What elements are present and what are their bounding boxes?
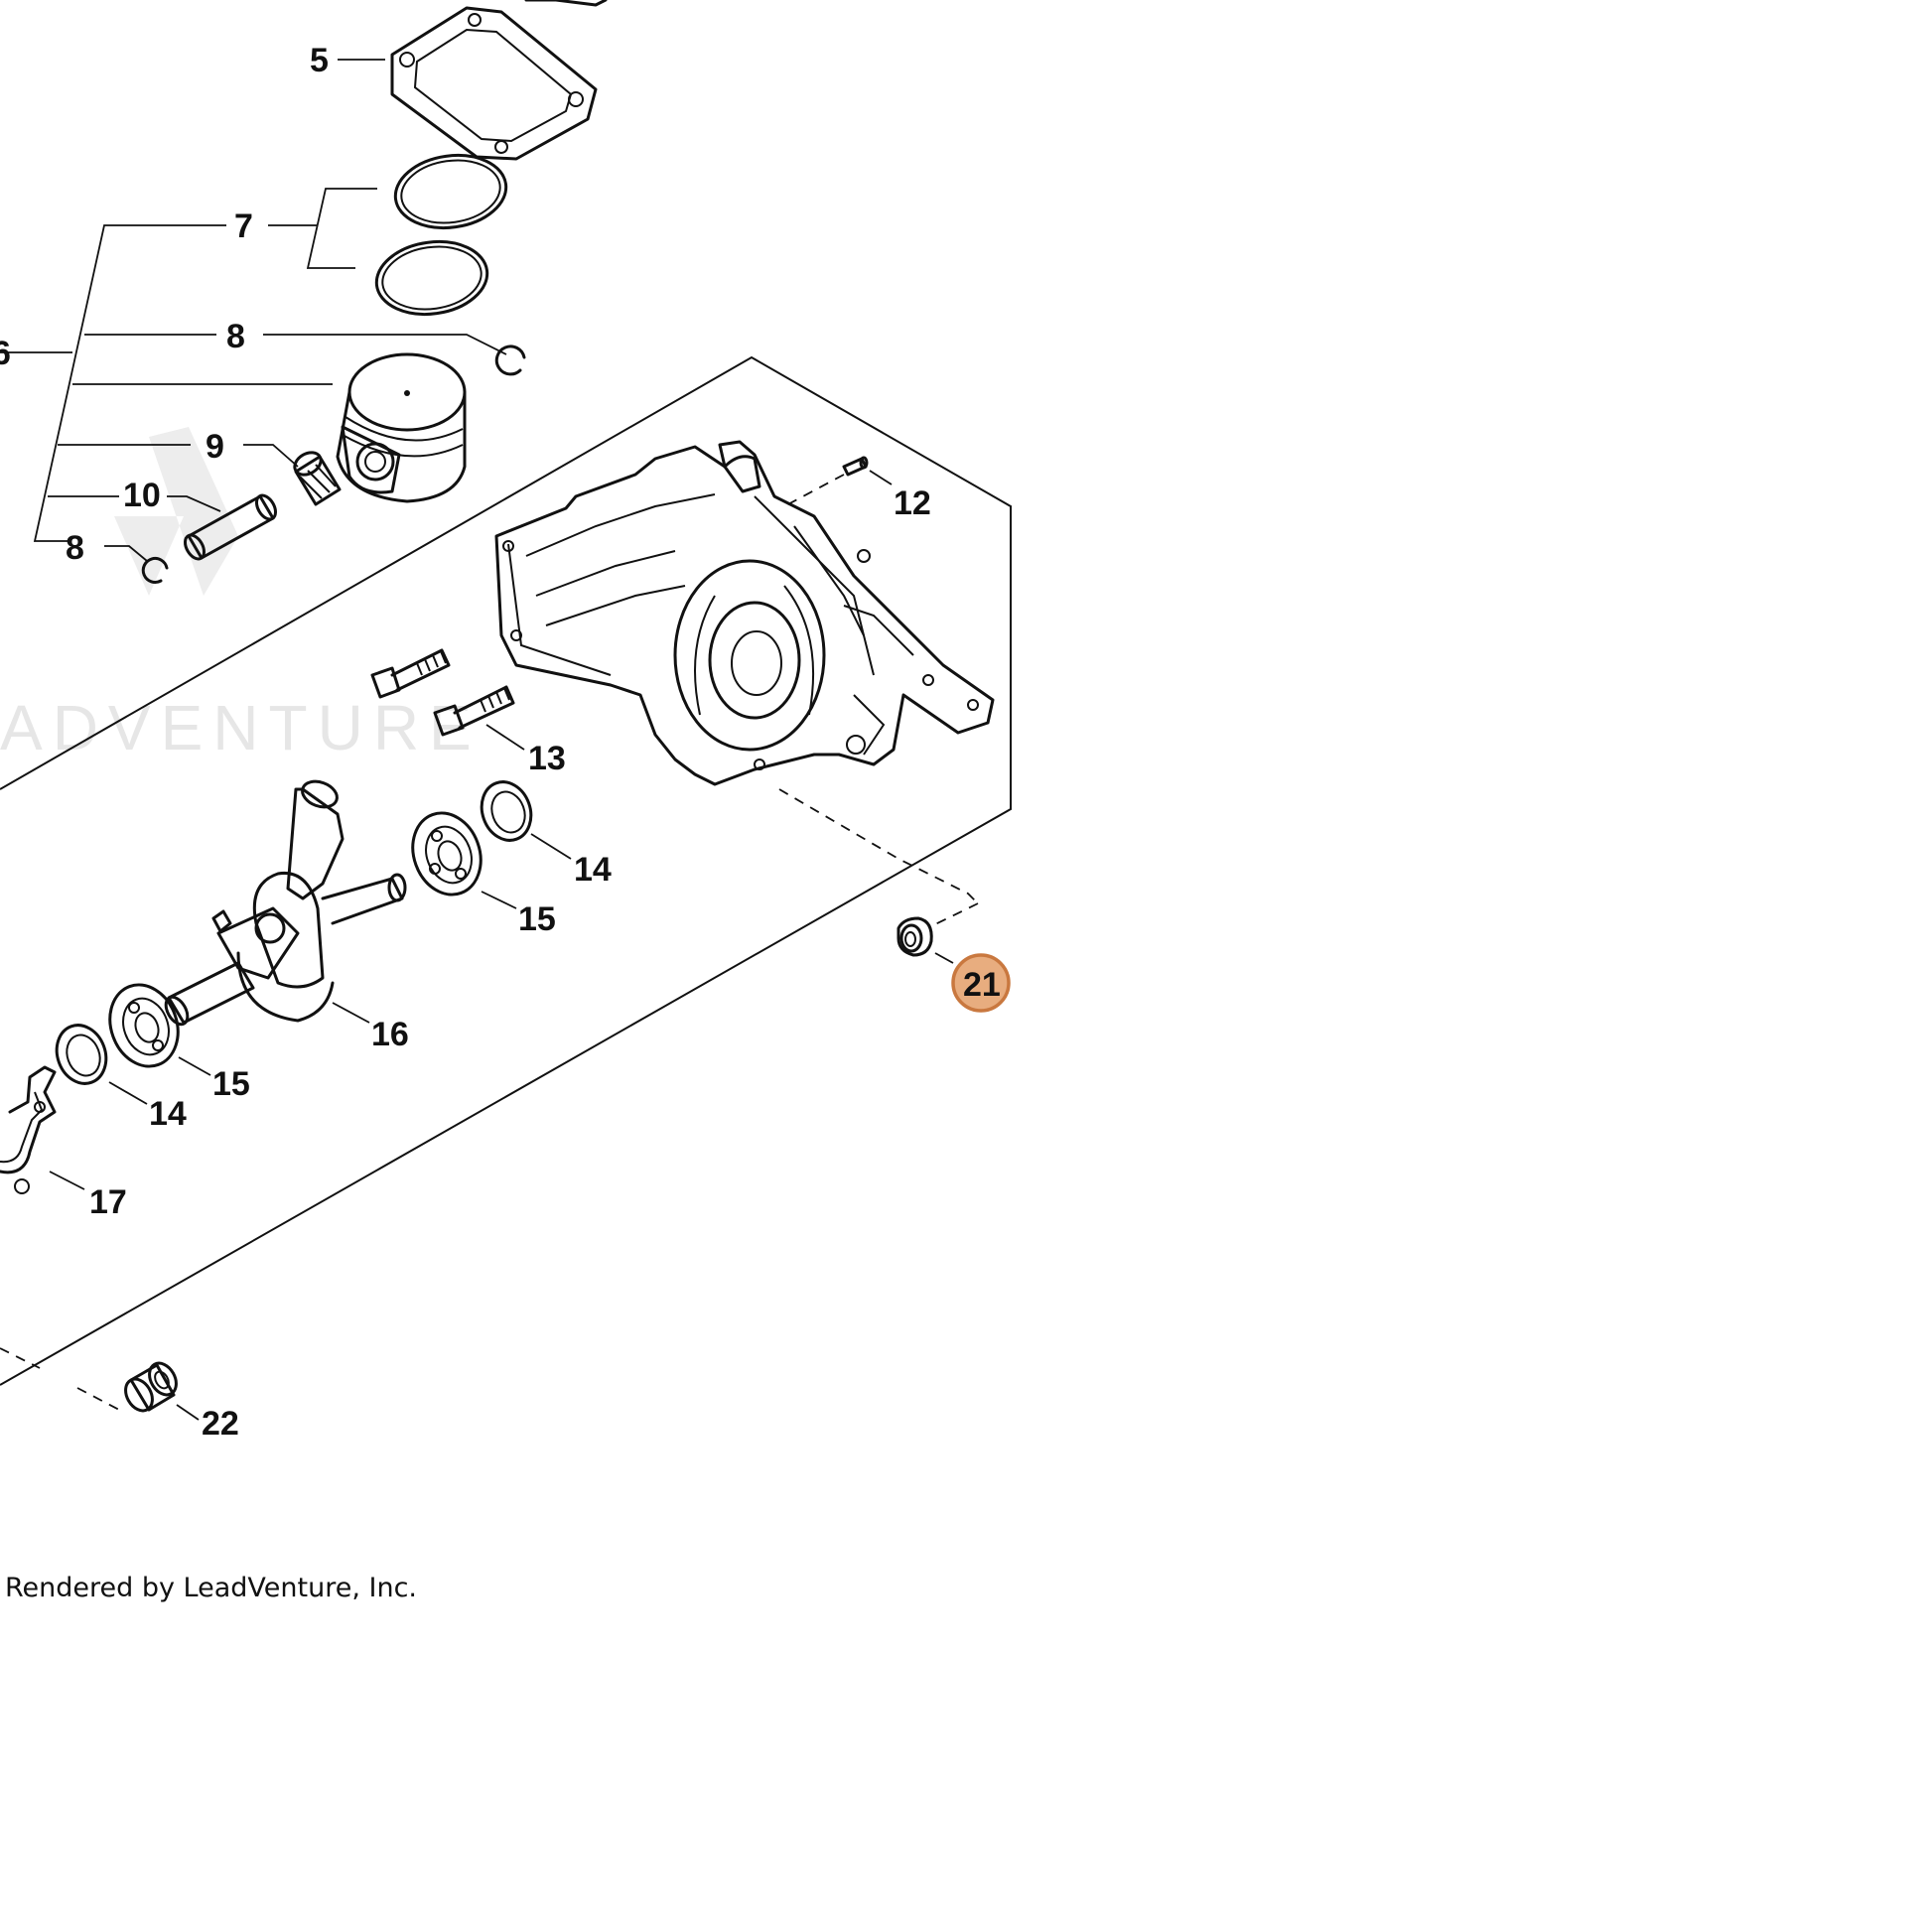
part-17-gasket[interactable] xyxy=(0,1065,57,1194)
leader-12 xyxy=(869,470,893,485)
part-14-oil-seal-lower[interactable] xyxy=(49,1019,114,1091)
leader-8a xyxy=(263,334,507,355)
leader-7-branches xyxy=(306,188,377,269)
callout-15a[interactable]: 15 xyxy=(518,900,556,938)
leader-16 xyxy=(332,1002,370,1024)
part-5-cylinder-gasket[interactable] xyxy=(390,0,608,161)
part-15-bearing-lower[interactable] xyxy=(99,975,190,1076)
part-21-plug[interactable] xyxy=(897,916,933,957)
part-6-piston[interactable] xyxy=(72,352,467,503)
part-10-piston-pin[interactable] xyxy=(182,492,280,563)
dash-12 xyxy=(783,474,845,507)
leader-13 xyxy=(485,724,525,751)
leader-17 xyxy=(49,1171,85,1190)
callout-8b[interactable]: 8 xyxy=(66,529,84,567)
part-22-bushing[interactable] xyxy=(120,1358,182,1415)
dash-22b xyxy=(76,1387,120,1411)
dash-21b xyxy=(932,902,979,926)
part-16-crankshaft[interactable] xyxy=(162,777,407,1029)
part-13-bolts[interactable] xyxy=(370,648,515,737)
callout-13[interactable]: 13 xyxy=(528,740,566,777)
part-8-circlip-upper[interactable] xyxy=(494,345,526,376)
dash-21 xyxy=(778,788,979,904)
part-12-dowel-pin[interactable] xyxy=(842,456,869,477)
leader-9 xyxy=(243,444,299,468)
callout-16[interactable]: 16 xyxy=(371,1016,409,1053)
dash-22a xyxy=(0,1347,41,1369)
callout-21[interactable]: 21 xyxy=(963,966,1001,1004)
callout-15b[interactable]: 15 xyxy=(212,1065,250,1103)
crankcase-housing[interactable] xyxy=(494,440,995,786)
part-8-circlip-lower[interactable] xyxy=(141,556,169,584)
leader-14a xyxy=(530,833,572,860)
callout-21-highlight[interactable]: 21 xyxy=(951,953,1011,1013)
leader-21 xyxy=(934,952,954,964)
callout-10[interactable]: 10 xyxy=(123,477,161,514)
callout-9[interactable]: 9 xyxy=(206,428,224,466)
part-9-needle-bearing[interactable] xyxy=(291,448,342,506)
callout-8a[interactable]: 8 xyxy=(226,318,245,355)
callout-17[interactable]: 17 xyxy=(89,1183,127,1221)
leader-15b xyxy=(178,1056,211,1076)
leader-14b xyxy=(108,1081,148,1105)
leader-8b xyxy=(104,545,148,562)
leader-6-bracket xyxy=(33,224,226,542)
callout-14a[interactable]: 14 xyxy=(574,851,612,889)
leader-10 xyxy=(167,495,221,512)
watermark: ADVENTURE xyxy=(0,427,482,763)
callout-6[interactable]: 6 xyxy=(0,335,11,372)
part-7-piston-rings[interactable] xyxy=(372,149,511,322)
rendered-by-credit: Rendered by LeadVenture, Inc. xyxy=(5,1573,417,1603)
part-14-oil-seal-upper[interactable] xyxy=(474,775,539,848)
callout-12[interactable]: 12 xyxy=(894,484,931,522)
crankcase-group-outline xyxy=(0,355,1012,1386)
callout-5[interactable]: 5 xyxy=(310,42,329,79)
callout-22[interactable]: 22 xyxy=(202,1405,239,1443)
watermark-text: ADVENTURE xyxy=(0,692,482,763)
leader-22 xyxy=(176,1404,200,1421)
callout-14b[interactable]: 14 xyxy=(149,1095,187,1133)
part-15-bearing-upper[interactable] xyxy=(402,803,492,904)
leader-15a xyxy=(481,891,517,909)
callout-7[interactable]: 7 xyxy=(234,207,253,245)
